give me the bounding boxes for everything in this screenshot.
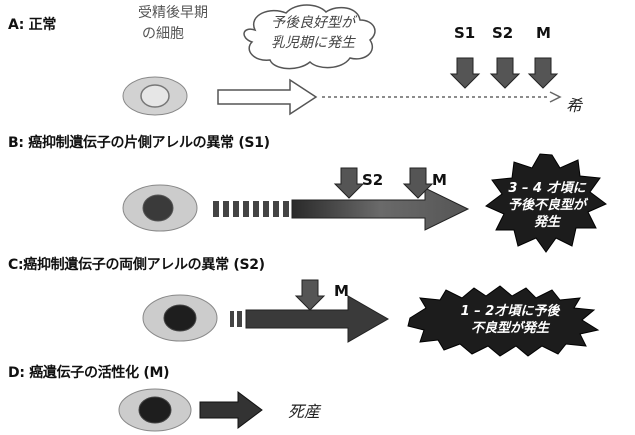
starburst-c-line-2: 不良型が発生: [470, 321, 549, 336]
down-arrow-s1: [449, 57, 481, 89]
down-arrow-m-c: [294, 279, 326, 311]
section-c-graphics: [142, 279, 600, 357]
cell-b-nucleus: [142, 194, 174, 222]
starburst-c-line-1: 1 – 2才頃に予後: [460, 304, 560, 319]
arrow-a-hollow: [217, 78, 318, 116]
dashes-c: [230, 311, 242, 327]
outcome-a: 希: [566, 96, 583, 115]
down-arrow-m-a: [527, 57, 559, 89]
marker-label-m-b: M: [432, 171, 447, 189]
starburst-b: [485, 153, 607, 253]
section-d-graphics: [118, 388, 263, 432]
starburst-b-line-2: 予後不良型が: [507, 198, 586, 213]
down-arrow-m-b: [402, 167, 434, 199]
down-arrow-s2-b: [333, 167, 365, 199]
cell-a-nucleus: [140, 84, 170, 108]
dashes-b: [213, 201, 289, 217]
section-a-graphics: [122, 4, 562, 116]
cell-d-nucleus: [138, 396, 172, 424]
marker-label-m-a: M: [536, 24, 551, 42]
cell-label-line-1: 受精後早期: [138, 5, 208, 21]
arrow-c-solid: [245, 295, 390, 343]
heading-a: A: 正常: [8, 17, 57, 33]
arrow-d-solid: [199, 391, 263, 429]
starburst-b-line-3: 発生: [533, 215, 560, 230]
arrow-a-dotted-head: [549, 91, 562, 103]
heading-b: B: 癌抑制遺伝子の片側アレルの異常 (S1): [8, 135, 270, 151]
marker-label-s1: S1: [454, 24, 476, 42]
cloud-text-line-2: 乳児期に発生: [271, 35, 355, 51]
down-arrow-s2: [489, 57, 521, 89]
marker-label-s2-b: S2: [362, 171, 384, 189]
section-b-graphics: [122, 153, 607, 253]
cell-c-nucleus: [163, 304, 197, 332]
marker-label-m-c: M: [334, 282, 349, 300]
marker-label-s2: S2: [492, 24, 514, 42]
outcome-d: 死産: [288, 402, 321, 421]
heading-d: D: 癌遺伝子の活性化 (M): [8, 365, 170, 381]
heading-c: C:癌抑制遺伝子の両側アレルの異常 (S2): [8, 257, 265, 273]
starburst-b-line-1: 3 – 4 才頃に: [508, 181, 586, 196]
arrow-b-solid: [291, 187, 470, 231]
cloud-shape: [243, 4, 376, 70]
cell-label-line-2: の細胞: [142, 26, 184, 42]
cloud-text-line-1: 予後良好型が: [271, 15, 355, 31]
starburst-c: [407, 285, 600, 357]
